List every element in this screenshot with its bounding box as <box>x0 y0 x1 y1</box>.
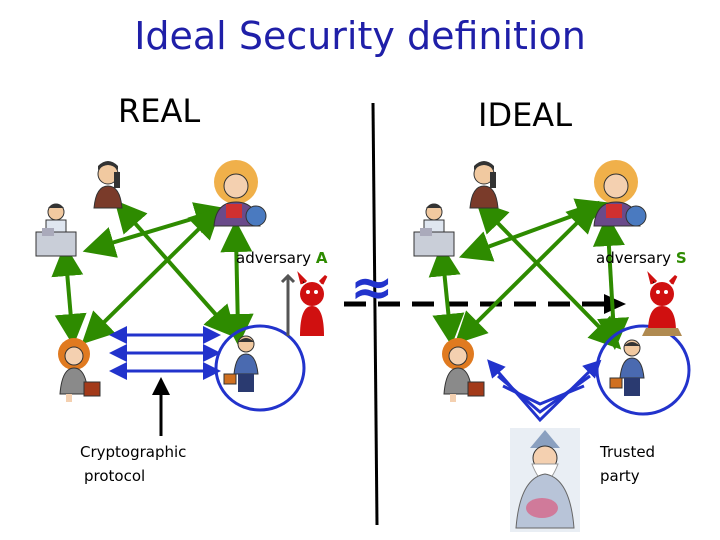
chevron-3 <box>502 384 585 406</box>
chevron-1 <box>487 359 602 423</box>
ideal-arrow-5 <box>592 214 630 350</box>
world-divider-line <box>371 102 379 526</box>
trusted-party-blue-arrows <box>487 359 602 423</box>
trusted-caption-line1: Trusted <box>600 443 656 461</box>
approx-symbol: ≈ <box>350 258 394 318</box>
chevron-2 <box>497 374 591 414</box>
protocol-caption: Cryptographic protocol <box>80 440 186 488</box>
real-arrow-5 <box>220 220 254 346</box>
real-world-heading: REAL <box>118 92 201 130</box>
wizard-icon <box>510 428 580 532</box>
ideal-world-heading: IDEAL <box>478 96 573 134</box>
protocol-caption-line2: protocol <box>84 467 146 485</box>
trusted-caption-line2: party <box>600 467 640 485</box>
woman-with-briefcase-icon <box>442 338 485 402</box>
real-adversary-label: adversary A <box>236 246 327 270</box>
real-arrow-3 <box>81 206 222 345</box>
ideal-green-arrows <box>428 198 630 350</box>
businessman-icon <box>609 339 645 396</box>
adversary-prefix: adversary <box>596 249 676 267</box>
man-at-computer-icon <box>413 203 455 257</box>
real-arrow-4 <box>51 244 87 346</box>
adversary-letter-a: A <box>315 249 328 267</box>
devil-icon <box>280 271 328 336</box>
man-on-phone-icon <box>93 161 123 209</box>
trusted-party-caption: Trusted party <box>600 440 655 488</box>
ideal-arrow-4 <box>428 244 465 346</box>
real-green-arrows <box>51 200 254 346</box>
real-arrow-1 <box>114 200 237 338</box>
protocol-caption-line1: Cryptographic <box>80 443 187 461</box>
simulation-arrowhead <box>604 294 626 314</box>
woman-on-phone-icon <box>213 160 267 227</box>
man-at-computer-icon <box>35 203 77 257</box>
man-on-phone-icon <box>469 161 499 209</box>
real-arrow-2 <box>82 202 228 258</box>
adversary-letter-s: S <box>675 249 687 267</box>
ideal-adversary-label: adversary S <box>596 246 687 270</box>
ideal-arrow-3 <box>454 200 600 345</box>
corrupted-party-circle <box>214 324 306 412</box>
businessman-icon <box>223 335 259 392</box>
adversary-prefix: adversary <box>236 249 316 267</box>
woman-with-briefcase-icon <box>58 338 101 402</box>
slide-title: Ideal Security definition <box>134 14 586 58</box>
woman-on-phone-icon <box>593 160 647 227</box>
ideal-corrupted-circle <box>595 324 691 416</box>
ideal-arrow-1 <box>475 200 622 350</box>
devil-icon <box>642 271 682 336</box>
real-blue-arrows <box>109 326 221 380</box>
